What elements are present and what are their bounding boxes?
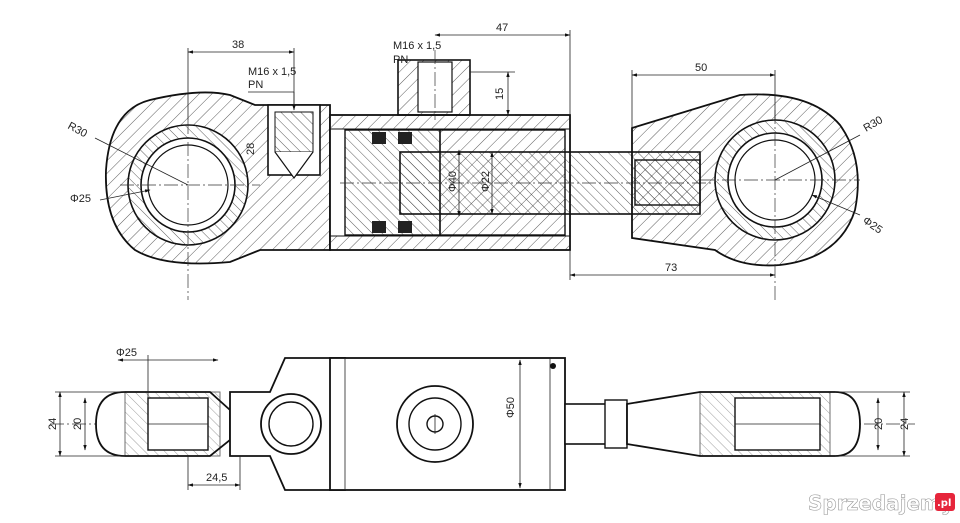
dim-15: 15	[494, 88, 506, 100]
dim-20-left: 20	[72, 418, 84, 430]
dim-38: 38	[232, 39, 244, 51]
bottom-plan-view: Φ25 24,5 Φ50 24 20 20 24	[47, 347, 915, 491]
watermark-tld-badge	[935, 493, 955, 511]
dim-24-left: 24	[47, 418, 59, 430]
dim-phi40: Φ40	[447, 171, 459, 192]
watermark-tld: .pl	[937, 498, 951, 509]
top-port-type: PN	[393, 54, 408, 66]
dim-73: 73	[665, 262, 677, 274]
dim-28: 28	[245, 143, 257, 155]
dim-24-5: 24,5	[206, 472, 227, 484]
dim-phi22: Φ22	[480, 171, 492, 192]
dim-phi50: Φ50	[505, 397, 517, 418]
dim-phi25-right: Φ25	[860, 215, 884, 237]
dim-r30-right: R30	[862, 114, 885, 134]
dim-r30-left: R30	[66, 120, 89, 140]
dim-47: 47	[496, 22, 508, 34]
dim-24-right: 24	[899, 418, 911, 430]
watermark-logo: Sprzedajemy .pl	[808, 491, 955, 515]
dim-20-right: 20	[873, 418, 885, 430]
dim-phi25-left: Φ25	[70, 193, 91, 205]
top-port-thread: M16 x 1,5	[393, 40, 441, 52]
dim-bottom-phi25: Φ25	[116, 347, 137, 359]
left-port-thread: M16 x 1,5	[248, 66, 296, 78]
top-section-view: 38 47 50 73 15 28 R30 Φ25 R30 Φ25 Φ40 Φ2…	[66, 22, 885, 300]
dim-50: 50	[695, 62, 707, 74]
left-port-type: PN	[248, 79, 263, 91]
watermark-brand: Sprzedajemy	[808, 491, 954, 515]
